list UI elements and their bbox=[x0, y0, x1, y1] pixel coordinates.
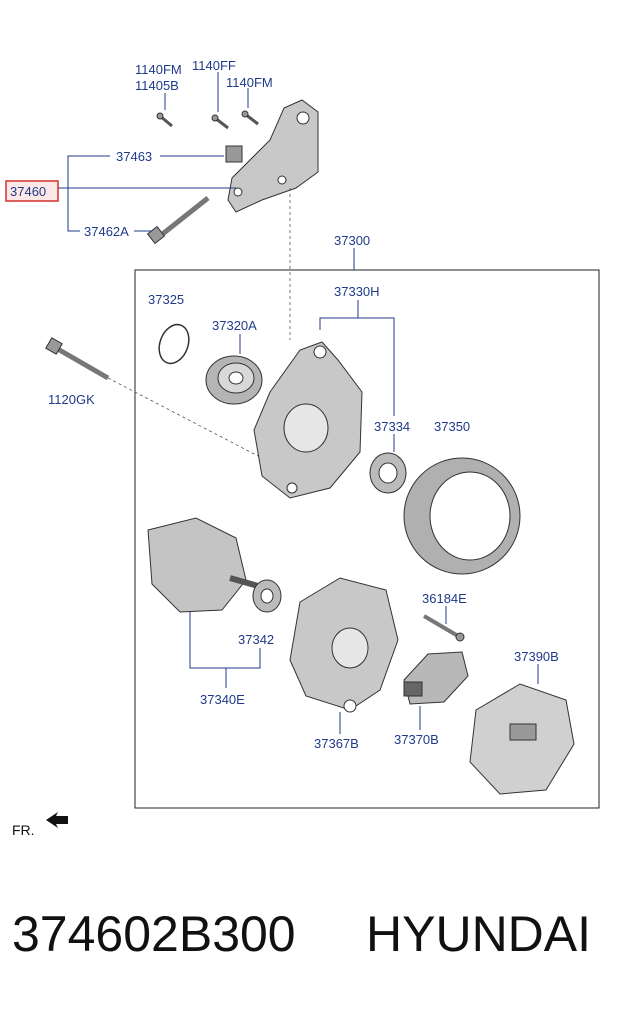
label-37342: 37342 bbox=[238, 632, 274, 647]
label-1140FM-a: 1140FM bbox=[135, 62, 182, 77]
stator-37350 bbox=[403, 457, 521, 575]
front-direction-indicator: FR. bbox=[12, 812, 68, 838]
part-number: 374602B300 bbox=[12, 906, 296, 962]
rear-housing-37367B bbox=[289, 577, 399, 713]
front-arrow-icon bbox=[46, 812, 68, 828]
cover-37390B bbox=[469, 683, 575, 795]
bearing-37342 bbox=[252, 579, 282, 613]
label-11405B: 11405B bbox=[135, 78, 179, 93]
label-37463: 37463 bbox=[116, 149, 152, 164]
label-37300: 37300 bbox=[334, 233, 370, 248]
assembly-box bbox=[134, 269, 600, 809]
footer: 374602B300 HYUNDAI bbox=[0, 905, 620, 975]
highlight-37460[interactable] bbox=[5, 180, 59, 202]
rotor-37340E bbox=[147, 517, 259, 613]
bolt-36184E bbox=[422, 614, 465, 642]
label-37370B: 37370B bbox=[394, 732, 439, 747]
front-housing-37330H bbox=[253, 341, 363, 499]
label-1140FF: 1140FF bbox=[192, 58, 236, 73]
label-37460[interactable]: 37460 bbox=[10, 184, 46, 199]
ring-37325 bbox=[158, 323, 190, 365]
regulator-37370B bbox=[403, 651, 469, 705]
label-37325: 37325 bbox=[148, 292, 184, 307]
pulley-37320A bbox=[205, 355, 263, 405]
label-37350: 37350 bbox=[434, 419, 470, 434]
label-37334: 37334 bbox=[374, 419, 410, 434]
label-36184E: 36184E bbox=[422, 591, 467, 606]
exploded-parts-diagram: 1140FM 1140FF 11405B 1140FM 37463 37460 … bbox=[5, 58, 600, 838]
label-37367B: 37367B bbox=[314, 736, 359, 751]
bolt-37462A bbox=[146, 196, 210, 245]
label-37330H: 37330H bbox=[334, 284, 380, 299]
bolt-1140FM-b bbox=[241, 110, 259, 126]
mounting-bracket bbox=[227, 99, 319, 213]
label-37462A: 37462A bbox=[84, 224, 129, 239]
bolt-1140FF bbox=[211, 114, 229, 130]
brand-name: HYUNDAI bbox=[366, 906, 592, 962]
spacer-37463 bbox=[225, 145, 243, 163]
label-37340E: 37340E bbox=[200, 692, 245, 707]
bolt-1120GK bbox=[45, 337, 110, 381]
label-37320A: 37320A bbox=[212, 318, 257, 333]
label-fr: FR. bbox=[12, 822, 35, 838]
bearing-37334 bbox=[369, 452, 407, 494]
label-37390B: 37390B bbox=[514, 649, 559, 664]
label-1120GK: 1120GK bbox=[48, 392, 95, 407]
label-1140FM-b: 1140FM bbox=[226, 75, 273, 90]
bolt-1140FM-a bbox=[156, 112, 173, 128]
